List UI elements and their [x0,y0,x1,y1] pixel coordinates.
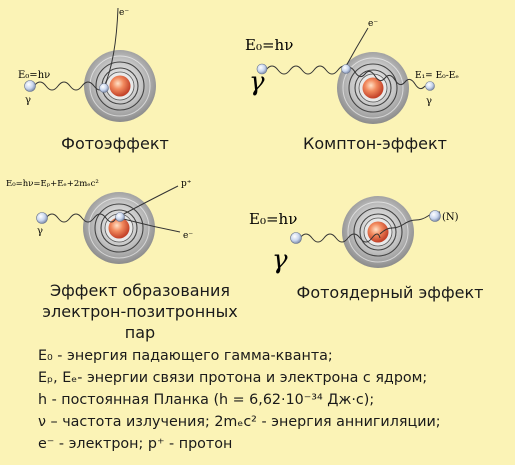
incident-photon-wave [45,213,117,223]
pair-caption-line-2: электрон-позитронных [42,302,237,321]
compton-caption: Комптон-эффект [303,134,447,153]
nucleon-icon [429,210,441,222]
gamma-label: γ [249,67,265,97]
pair-caption-line-3: пар [125,323,155,342]
energy-label: E₀=hν [245,36,293,54]
electron-track [119,217,181,233]
positron-label: p⁺ [181,179,192,189]
electron-icon [99,83,109,93]
incident-photon-wave [265,65,351,75]
energy-label: E₀=hν=Eₚ+Eₑ+2mₑc² [6,179,99,189]
atom-icon [341,195,415,269]
incident-photon-wave [33,81,107,91]
scattered-gamma-label: γ [426,96,432,107]
nucleon-label: (N) [442,212,459,223]
legend: E₀ - энергия падающего гамма-кванта; Eₚ,… [38,345,508,455]
electron-label: e⁻ [119,8,129,18]
gamma-label: γ [37,226,43,237]
photonuclear-caption: Фотоядерный эффект [297,283,484,302]
incident-photon-wave [299,233,381,243]
photon-icon [36,212,48,224]
legend-line-binding-energies: Eₚ, Eₑ- энергии связи протона и электрон… [38,370,428,386]
gamma-label: γ [272,245,288,275]
photonuclear-panel: E₀=hν γ (N) Фотоядерный эффект [249,195,484,302]
interaction-point-icon [115,212,125,222]
photon-icon [290,232,302,244]
atom-icon [83,49,157,123]
legend-line-planck: h - постоянная Планка (h = 6,62·10⁻³⁴ Дж… [38,392,375,408]
energy-label: E₀=hν [18,70,50,81]
electron-label: e⁻ [368,19,378,29]
gamma-label: γ [25,95,31,106]
nucleon-track [379,211,441,235]
legend-line-frequency: ν – частота излучения; 2mₑc² - энергия а… [38,414,441,430]
scattered-energy-label: E₁= E₀-Eₑ [415,71,459,81]
photoeffect-caption: Фотоэффект [61,134,169,153]
pair-caption-line-1: Эффект образования [50,281,230,300]
scattered-photon-wave [344,66,426,90]
electron-icon [341,64,351,74]
pair-production-panel: E₀=hν=Eₚ+Eₑ+2mₑc² γ p⁺ e⁻ Эффект образов… [6,179,238,342]
legend-line-particles: e⁻ - электрон; p⁺ - протон [38,436,233,452]
electron-label: e⁻ [183,231,193,241]
scattered-photon-icon [425,81,435,91]
photon-icon [256,63,268,75]
electron-track [103,7,119,88]
legend-line-e0: E₀ - энергия падающего гамма-кванта; [38,348,333,364]
energy-label: E₀=hν [249,210,297,228]
photoeffect-panel: E₀=hν γ e⁻ Фотоэффект [18,7,169,153]
compton-panel: E₀=hν γ e⁻ E₁= E₀-Eₑ γ Комптон-эффект [245,19,459,153]
positron-track [119,185,179,217]
photon-icon [24,80,36,92]
